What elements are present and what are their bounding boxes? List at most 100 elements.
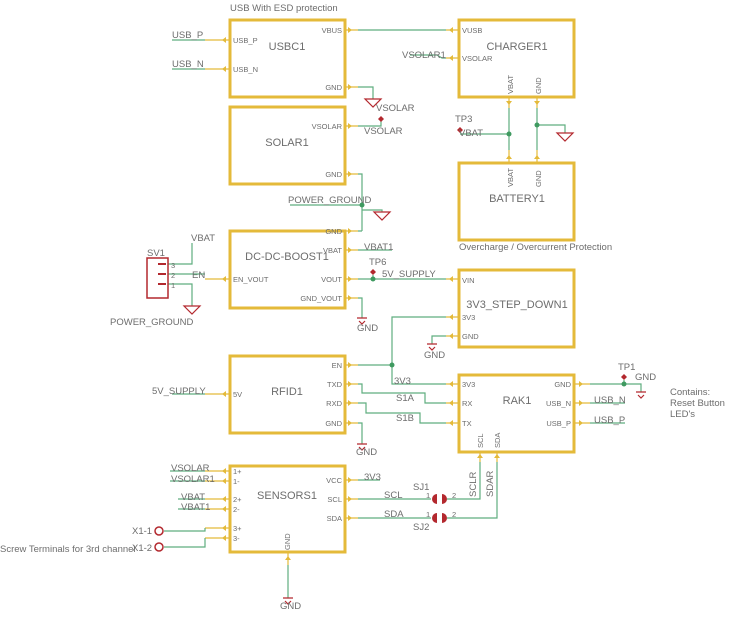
- step-down-pin-vin: VIN: [462, 276, 475, 285]
- sensors1-pin-1p: 1+: [233, 467, 242, 476]
- sensors1-pin-vcc: VCC: [326, 476, 342, 485]
- net-s1b: S1B: [396, 413, 414, 424]
- rak1-title: RAK1: [503, 395, 532, 407]
- test-points: [370, 116, 627, 380]
- battery1-block[interactable]: BATTERY1 VBAT GND: [457, 161, 576, 242]
- sj2-right-pad: [442, 513, 447, 523]
- ground-symbols: [182, 98, 646, 605]
- sv1-label: SV1: [147, 248, 165, 259]
- sv1-pin-2: 2: [171, 271, 175, 280]
- tp3-icon: [457, 127, 463, 133]
- net-3v3-rak: 3V3: [394, 376, 411, 387]
- charger1-block[interactable]: CHARGER1 VUSB VSOLAR VBAT GND: [457, 18, 576, 99]
- sensors1-pin-1m: 1-: [233, 477, 240, 486]
- solar1-title: SOLAR1: [265, 137, 308, 149]
- net-gnd-boost: GND: [357, 323, 378, 334]
- step-down-pin-3v3: 3V3: [462, 313, 475, 322]
- net-labels: USB_P USB_N VSOLAR 1 VSOLAR VSOLAR TP3 VB…: [110, 30, 656, 612]
- net-power-ground-mid: POWER_GROUND: [288, 195, 372, 206]
- screw-terminals: [154, 526, 164, 552]
- rfid1-pin-gnd: GND: [325, 419, 342, 428]
- rak1-pin-rx: RX: [462, 399, 472, 408]
- net-s1a: S1A: [396, 393, 415, 404]
- net-vsolar-usbc: VSOLAR: [376, 103, 415, 114]
- charger1-title: CHARGER1: [486, 41, 547, 53]
- net-5v-supply-rfid: 5V_SUPPLY: [152, 386, 206, 397]
- usbc1-pin-usb-n: USB_N: [233, 65, 258, 74]
- sensors1-pin-scl: SCL: [327, 495, 342, 504]
- rak1-pin-scl: SCL: [476, 433, 485, 448]
- net-en: EN: [192, 270, 205, 281]
- usbc1-block[interactable]: USBC1 VBUS USB_P USB_N GND: [228, 18, 347, 99]
- rak1-block[interactable]: RAK1 3V3 GND RX USB_N TX USB_P SCL SDA: [457, 373, 576, 454]
- solar1-block[interactable]: SOLAR1 VSOLAR GND: [228, 105, 347, 186]
- power-ground-icon: [372, 211, 392, 221]
- sj1-pin-1: 1: [426, 491, 430, 500]
- dc-dc-boost1-block[interactable]: DC-DC-BOOST1 GND VBAT EN_VOUT VOUT GND_V…: [228, 227, 347, 310]
- sj1-pin-2: 2: [452, 491, 456, 500]
- usbc1-title: USBC1: [269, 41, 306, 53]
- net-gnd-stepdown: GND: [424, 350, 445, 361]
- charger1-pin-vusb: VUSB: [462, 26, 482, 35]
- step-down-block[interactable]: 3V3_STEP_DOWN1 VIN 3V3 GND: [457, 268, 576, 349]
- rak1-pin-usb-n: USB_N: [546, 399, 571, 408]
- solar1-pin-vsolar: VSOLAR: [312, 122, 343, 131]
- boost-pin-gnd: GND: [325, 227, 342, 236]
- rfid1-pin-rxd: RXD: [326, 399, 342, 408]
- rfid1-pin-5v: 5V: [233, 390, 242, 399]
- net-gnd-rfid: GND: [356, 447, 377, 458]
- boost-pin-vbat: VBAT: [323, 246, 342, 255]
- sj1-left-pad: [432, 494, 437, 504]
- net-sda-sens: SDA: [384, 509, 404, 520]
- net-usb-n-rak: USB_N: [594, 395, 626, 406]
- net-sclr: SCLR: [468, 472, 479, 497]
- sensors1-pin-sda: SDA: [327, 514, 342, 523]
- contains-comment-3: LED's: [670, 409, 695, 420]
- battery1-pin-vbat: VBAT: [506, 168, 515, 187]
- sensors-gnd-icon: [283, 597, 293, 605]
- net-usb-p-left: USB_P: [172, 30, 203, 41]
- sensors1-pin-2p: 2+: [233, 495, 242, 504]
- tp1-icon: [621, 374, 627, 380]
- net-gnd-tp1: GND: [635, 372, 656, 383]
- charger-ground-icon: [555, 132, 575, 142]
- charger1-pin-vbat: VBAT: [506, 75, 515, 94]
- sv1-ground-icon: [182, 305, 202, 315]
- net-3v3-sens: 3V3: [364, 472, 381, 483]
- net-vbat-tp3: VBAT: [459, 128, 483, 139]
- net-usb-n-left: USB_N: [172, 59, 204, 70]
- rfid1-block[interactable]: RFID1 EN 5V TXD RXD GND: [228, 354, 347, 435]
- contains-comment-2: Reset Button: [670, 398, 725, 409]
- net-5v-supply: 5V_SUPPLY: [382, 269, 436, 280]
- boost-pin-vout: VOUT: [321, 275, 342, 284]
- charger1-pin-vsolar: VSOLAR: [462, 54, 493, 63]
- net-vbat1-sens: VBAT1: [181, 502, 210, 513]
- net-vbat-sens: VBAT: [181, 492, 205, 503]
- sensors1-block[interactable]: SENSORS1 1+ 1- 2+ 2- 3+ 3- VCC SCL SDA G…: [228, 464, 347, 554]
- sv1-pin-3: 3: [171, 261, 175, 270]
- sj1-right-pad: [442, 494, 447, 504]
- sensors1-pin-3m: 3-: [233, 534, 240, 543]
- rak1-pin-tx: TX: [462, 419, 472, 428]
- sj2-pin-2: 2: [452, 510, 456, 519]
- contains-comment-1: Contains:: [670, 387, 710, 398]
- net-vsolar-solar: VSOLAR: [364, 126, 403, 137]
- net-sj2: SJ2: [413, 522, 429, 533]
- usbc1-pin-vbus: VBUS: [322, 26, 342, 35]
- sensors1-title: SENSORS1: [257, 490, 317, 502]
- usbc-ground-icon: [363, 98, 383, 108]
- net-usb-p-rak: USB_P: [594, 415, 625, 426]
- charger1-pin-gnd: GND: [534, 77, 543, 94]
- battery1-pin-gnd: GND: [534, 170, 543, 187]
- sensors1-pin-gnd: GND: [283, 533, 292, 550]
- net-tp3: TP3: [455, 114, 472, 125]
- rfid1-pin-en: EN: [332, 361, 342, 370]
- rfid-gnd-icon: [357, 443, 367, 451]
- net-gnd-sens: GND: [280, 601, 301, 612]
- usb-esd-comment: USB With ESD protection: [230, 3, 338, 14]
- net-x1-2: X1-2: [132, 543, 152, 554]
- rfid1-pin-txd: TXD: [327, 380, 343, 389]
- net-tp6: TP6: [369, 257, 386, 268]
- sj2-left-pad: [432, 513, 437, 523]
